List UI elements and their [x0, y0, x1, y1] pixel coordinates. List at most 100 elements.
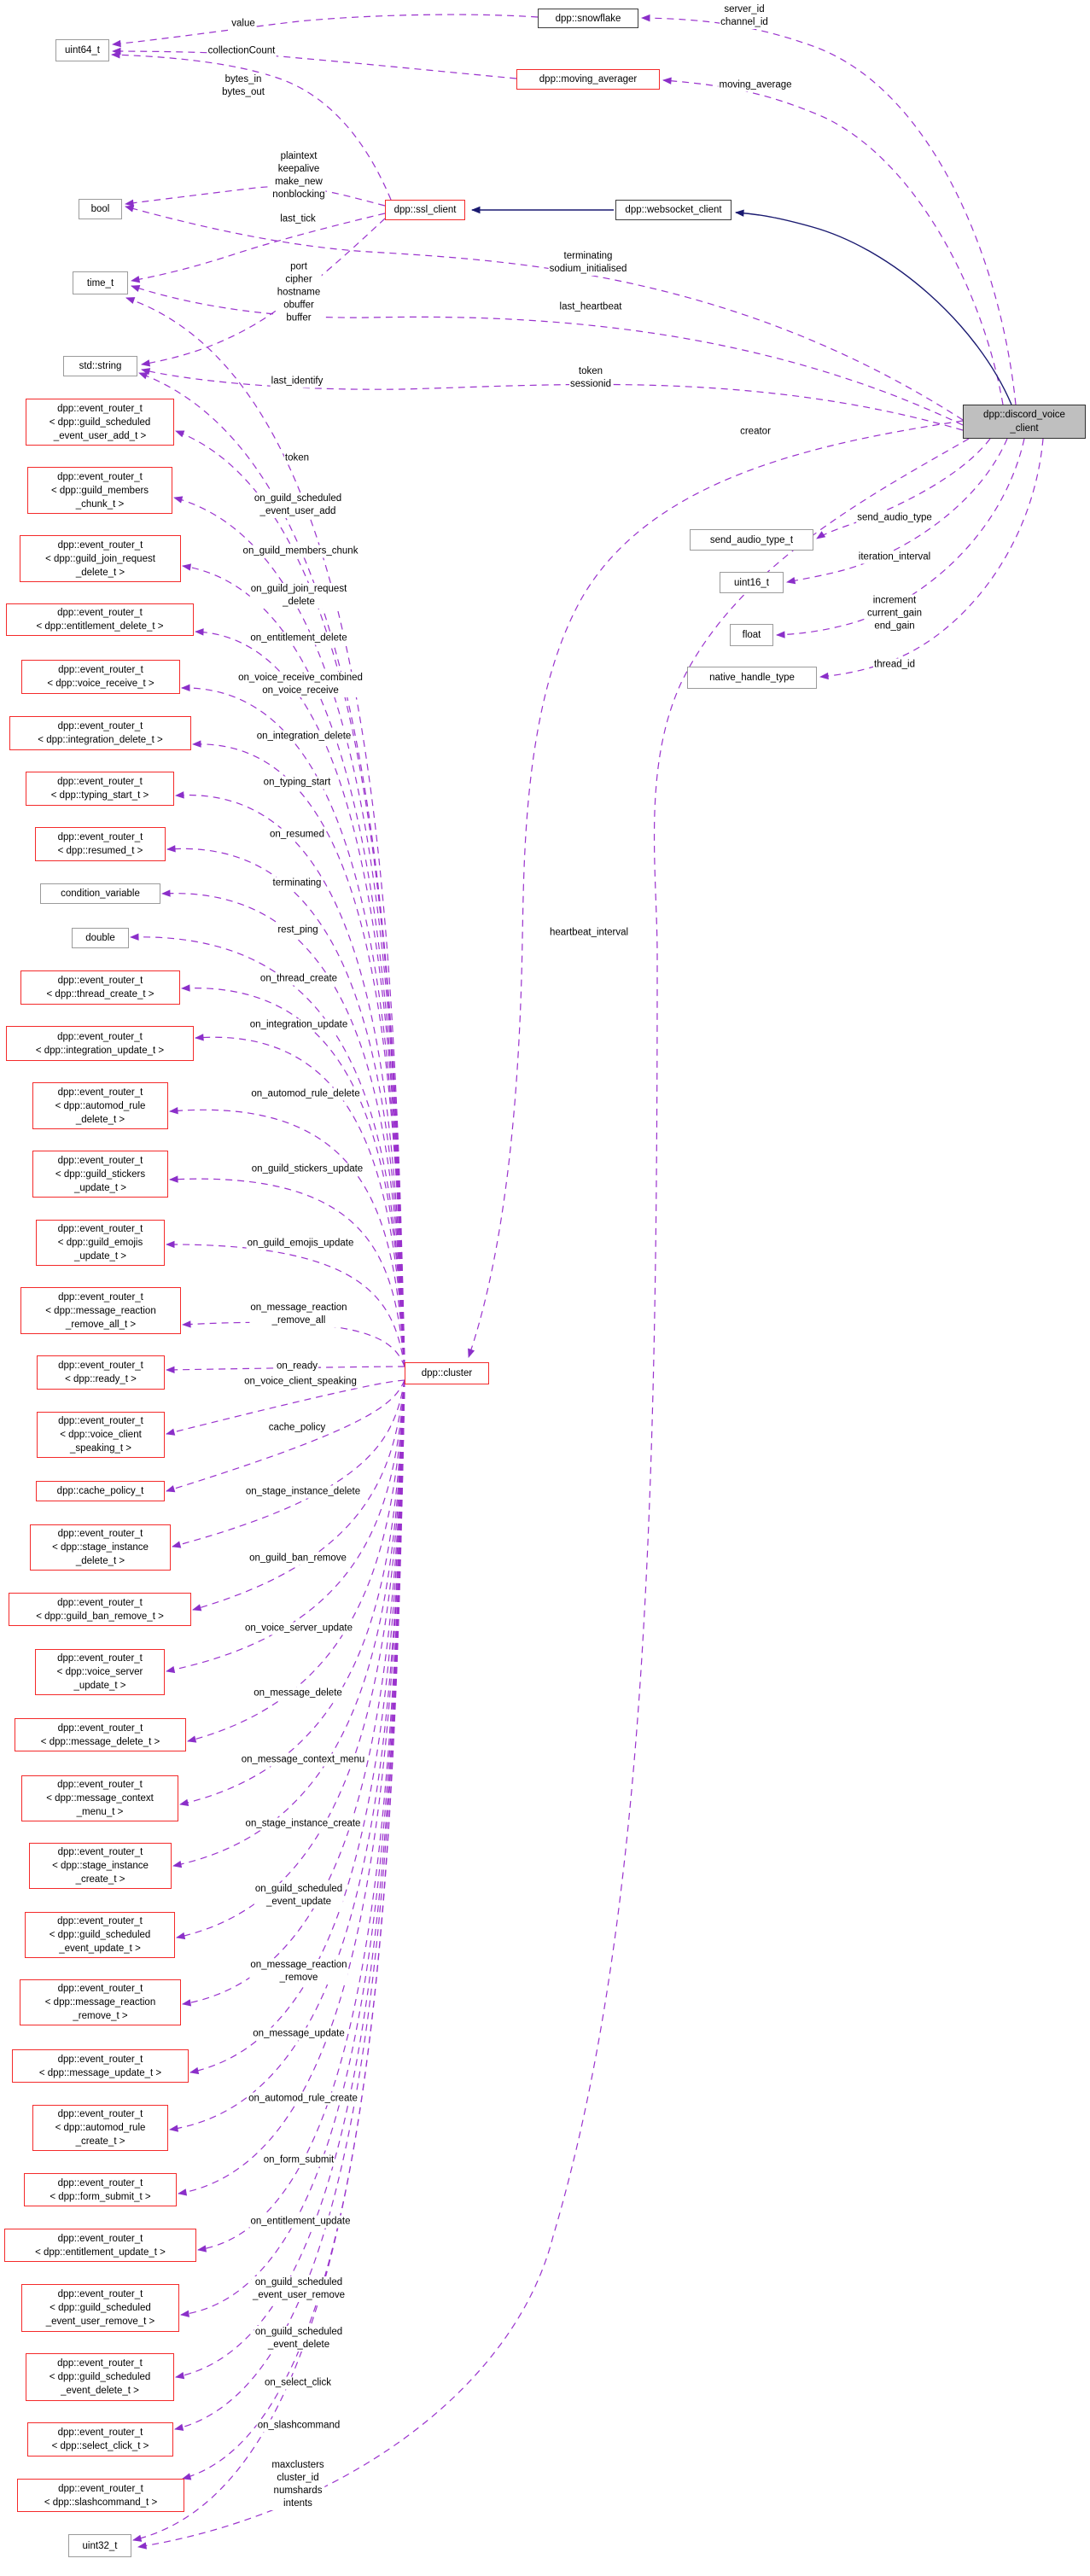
- edge-label-moving-average: moving_average: [718, 79, 793, 92]
- edge-label-cache-policy: cache_policy: [267, 1421, 327, 1435]
- edge-label-heartbeat-interval: heartbeat_interval: [548, 926, 630, 940]
- edge-label-port-group: port cipher hostname obuffer buffer: [276, 260, 322, 325]
- node-er-entitlement-delete[interactable]: dpp::event_router_t < dpp::entitlement_d…: [6, 603, 194, 636]
- node-er-voice-server-update[interactable]: dpp::event_router_t < dpp::voice_server …: [35, 1649, 165, 1695]
- node-websocket-client[interactable]: dpp::websocket_client: [615, 200, 732, 220]
- node-std-string: std::string: [63, 356, 137, 376]
- edge-label-on-integration-delete: on_integration_delete: [255, 730, 353, 743]
- edge-label-terminating-sodium: terminating sodium_initialised: [548, 250, 628, 276]
- node-er-entitlement-update[interactable]: dpp::event_router_t < dpp::entitlement_u…: [4, 2229, 196, 2262]
- edge-label-on-stage-instance-create: on_stage_instance_create: [244, 1817, 362, 1831]
- edge-label-on-guild-scheduled-event-delete: on_guild_scheduled _event_delete: [254, 2326, 344, 2352]
- node-er-automod-rule-create[interactable]: dpp::event_router_t < dpp::automod_rule …: [32, 2105, 168, 2151]
- edge-label-on-form-submit: on_form_submit: [262, 2153, 335, 2167]
- node-er-stage-instance-delete[interactable]: dpp::event_router_t < dpp::stage_instanc…: [30, 1524, 171, 1571]
- node-uint32-t: uint32_t: [68, 2534, 131, 2557]
- node-er-integration-update[interactable]: dpp::event_router_t < dpp::integration_u…: [6, 1026, 194, 1061]
- node-er-automod-rule-delete[interactable]: dpp::event_router_t < dpp::automod_rule …: [32, 1082, 168, 1129]
- edge-label-on-select-click: on_select_click: [264, 2376, 332, 2390]
- edge-label-last-heartbeat: last_heartbeat: [558, 300, 623, 314]
- edge-label-collection-count: collectionCount: [207, 44, 277, 58]
- node-condition-variable: condition_variable: [40, 883, 160, 904]
- edge-label-on-voice-server-update: on_voice_server_update: [244, 1622, 353, 1635]
- node-uint64-t: uint64_t: [55, 39, 109, 61]
- node-ssl-client[interactable]: dpp::ssl_client: [385, 200, 465, 220]
- edge-label-on-guild-scheduled-event-user-add: on_guild_scheduled _event_user_add: [253, 492, 343, 518]
- node-er-integration-delete[interactable]: dpp::event_router_t < dpp::integration_d…: [9, 716, 191, 750]
- node-er-message-reaction-remove[interactable]: dpp::event_router_t < dpp::message_react…: [20, 1979, 181, 2025]
- edge-label-on-voice-client-speaking: on_voice_client_speaking: [243, 1375, 358, 1389]
- node-er-guild-scheduled-event-user-remove[interactable]: dpp::event_router_t < dpp::guild_schedul…: [21, 2284, 179, 2332]
- node-er-typing-start[interactable]: dpp::event_router_t < dpp::typing_start_…: [26, 772, 174, 806]
- edge-label-creator: creator: [739, 425, 772, 439]
- edge-label-on-guild-scheduled-event-user-remove: on_guild_scheduled _event_user_remove: [251, 2276, 347, 2302]
- node-er-guild-join-request-delete[interactable]: dpp::event_router_t < dpp::guild_join_re…: [20, 535, 181, 582]
- edge-label-on-slashcommand: on_slashcommand: [256, 2419, 341, 2433]
- node-er-message-reaction-remove-all[interactable]: dpp::event_router_t < dpp::message_react…: [20, 1287, 181, 1334]
- node-er-message-context-menu[interactable]: dpp::event_router_t < dpp::message_conte…: [21, 1775, 178, 1821]
- node-er-guild-scheduled-event-user-add[interactable]: dpp::event_router_t < dpp::guild_schedul…: [26, 399, 174, 446]
- node-er-guild-stickers-update[interactable]: dpp::event_router_t < dpp::guild_sticker…: [32, 1151, 168, 1198]
- node-er-thread-create[interactable]: dpp::event_router_t < dpp::thread_create…: [20, 970, 180, 1005]
- node-er-ready[interactable]: dpp::event_router_t < dpp::ready_t >: [37, 1355, 165, 1390]
- node-er-guild-emojis-update[interactable]: dpp::event_router_t < dpp::guild_emojis …: [36, 1220, 165, 1266]
- edge-label-bytes-in-out: bytes_in bytes_out: [221, 73, 265, 99]
- edge-label-rest-ping: rest_ping: [277, 924, 319, 937]
- node-moving-averager[interactable]: dpp::moving_averager: [516, 69, 660, 90]
- edge-label-on-message-delete: on_message_delete: [253, 1687, 343, 1700]
- edge-label-on-automod-rule-create: on_automod_rule_create: [248, 2092, 358, 2106]
- edge-label-on-guild-emojis-update: on_guild_emojis_update: [246, 1237, 355, 1250]
- node-er-guild-scheduled-event-delete[interactable]: dpp::event_router_t < dpp::guild_schedul…: [26, 2353, 174, 2401]
- node-er-message-delete[interactable]: dpp::event_router_t < dpp::message_delet…: [15, 1718, 186, 1751]
- edge-label-on-stage-instance-delete: on_stage_instance_delete: [244, 1485, 362, 1499]
- edge-label-on-integration-update: on_integration_update: [248, 1018, 349, 1032]
- edge-label-value: value: [230, 17, 256, 31]
- node-cluster[interactable]: dpp::cluster: [405, 1362, 489, 1384]
- node-er-guild-scheduled-event-update[interactable]: dpp::event_router_t < dpp::guild_schedul…: [25, 1912, 175, 1958]
- edge-label-plaintext-group: plaintext keepalive make_new nonblocking: [271, 150, 326, 201]
- edge-label-on-guild-stickers-update: on_guild_stickers_update: [250, 1163, 364, 1176]
- node-er-voice-receive[interactable]: dpp::event_router_t < dpp::voice_receive…: [21, 660, 180, 694]
- edge-label-on-entitlement-delete: on_entitlement_delete: [249, 632, 348, 645]
- edge-label-last-tick: last_tick: [279, 213, 317, 226]
- edge-label-on-ready: on_ready: [276, 1360, 318, 1373]
- node-bool: bool: [79, 199, 122, 219]
- edge-label-iteration-interval: iteration_interval: [857, 551, 932, 564]
- node-discord-voice-client[interactable]: dpp::discord_voice _client: [963, 405, 1086, 439]
- node-snowflake[interactable]: dpp::snowflake: [538, 9, 638, 28]
- edge-label-on-message-reaction-remove-all: on_message_reaction _remove_all: [249, 1302, 348, 1327]
- edge-label-server-channel-id: server_id channel_id: [720, 3, 769, 29]
- edge-label-last-identify: last_identify: [270, 375, 324, 388]
- edge-label-on-message-context-menu: on_message_context_menu: [240, 1753, 366, 1767]
- edge-label-on-thread-create: on_thread_create: [259, 972, 339, 986]
- node-er-select-click[interactable]: dpp::event_router_t < dpp::select_click_…: [27, 2422, 173, 2457]
- edge-label-terminating: terminating: [271, 877, 323, 890]
- edge-label-on-guild-join-request-delete: on_guild_join_request _delete: [249, 583, 348, 609]
- node-send-audio-type-t: send_audio_type_t: [690, 529, 813, 551]
- edge-label-on-automod-rule-delete: on_automod_rule_delete: [250, 1087, 361, 1101]
- node-er-message-update[interactable]: dpp::event_router_t < dpp::message_updat…: [12, 2049, 189, 2083]
- node-er-form-submit[interactable]: dpp::event_router_t < dpp::form_submit_t…: [24, 2173, 177, 2206]
- node-er-guild-ban-remove[interactable]: dpp::event_router_t < dpp::guild_ban_rem…: [9, 1593, 191, 1626]
- node-er-guild-members-chunk[interactable]: dpp::event_router_t < dpp::guild_members…: [27, 467, 172, 514]
- node-er-stage-instance-create[interactable]: dpp::event_router_t < dpp::stage_instanc…: [29, 1843, 172, 1889]
- edge-label-maxclusters-group: maxclusters cluster_id numshards intents: [271, 2459, 325, 2510]
- edge-label-token: token: [283, 452, 311, 465]
- edge-label-on-entitlement-update: on_entitlement_update: [249, 2215, 352, 2229]
- node-er-voice-client-speaking[interactable]: dpp::event_router_t < dpp::voice_client …: [37, 1412, 165, 1458]
- node-cache-policy-t[interactable]: dpp::cache_policy_t: [36, 1481, 165, 1501]
- edge-label-on-typing-start: on_typing_start: [262, 776, 332, 790]
- node-native-handle-type: native_handle_type: [687, 667, 817, 689]
- node-er-slashcommand[interactable]: dpp::event_router_t < dpp::slashcommand_…: [17, 2479, 184, 2512]
- edge-label-on-message-reaction-remove: on_message_reaction _remove: [249, 1959, 348, 1984]
- edge-label-thread-id: thread_id: [873, 658, 916, 672]
- node-uint16-t: uint16_t: [720, 572, 784, 593]
- edge-label-on-message-update: on_message_update: [252, 2027, 346, 2041]
- edge-label-on-guild-scheduled-event-update: on_guild_scheduled _event_update: [254, 1883, 344, 1909]
- edge-label-on-voice-receive: on_voice_receive_combined on_voice_recei…: [237, 672, 364, 697]
- node-double: double: [72, 928, 129, 948]
- node-er-resumed[interactable]: dpp::event_router_t < dpp::resumed_t >: [35, 827, 166, 861]
- edge-label-send-audio-type: send_audio_type: [856, 511, 933, 525]
- node-time-t: time_t: [73, 271, 128, 294]
- edge-label-on-resumed: on_resumed: [269, 828, 325, 842]
